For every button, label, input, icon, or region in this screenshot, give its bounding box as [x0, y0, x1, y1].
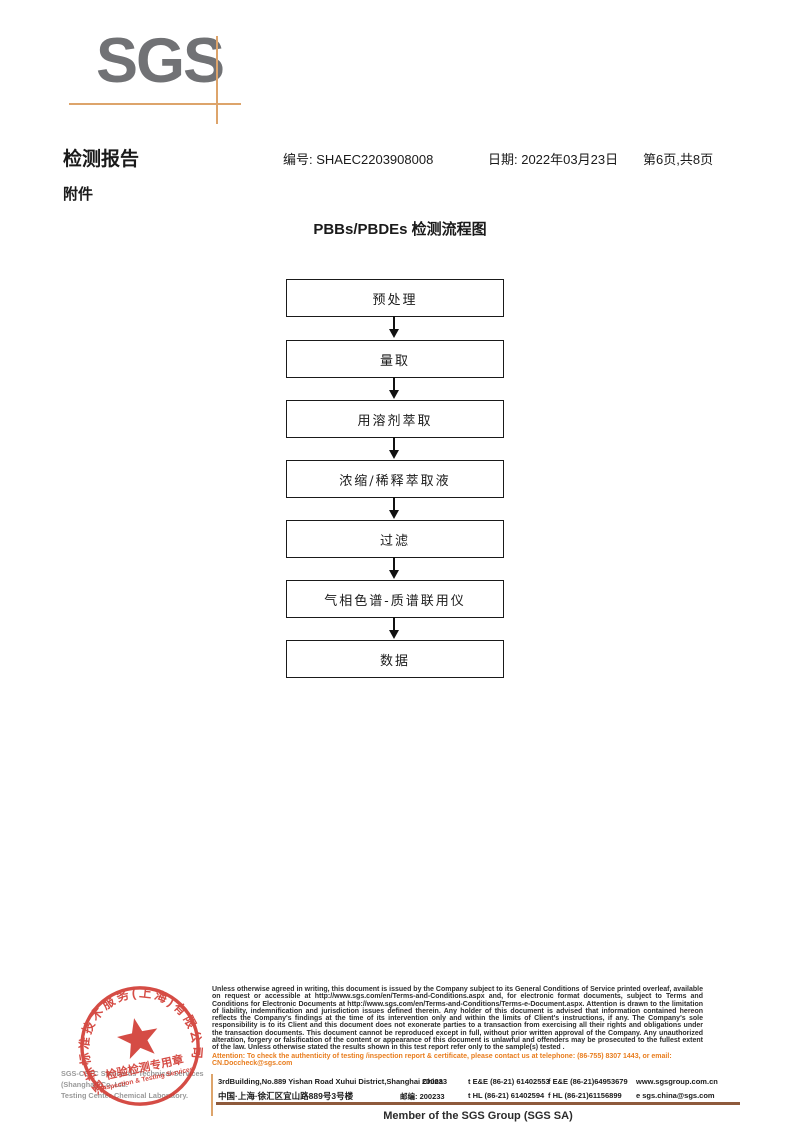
inspection-stamp-icon: 通标标准技术服务(上海)有限公司 检验检测专用章 Inspection & Te…	[64, 973, 211, 1106]
email: e sgs.china@sgs.com	[636, 1091, 715, 1100]
tel-en: t E&E (86-21) 61402553	[468, 1077, 550, 1086]
arrow-down-icon	[389, 316, 399, 338]
legal-paragraph: Unless otherwise agreed in writing, this…	[212, 986, 703, 1052]
tel-cn: t HL (86-21) 61402594	[468, 1091, 545, 1100]
logo-crosshair-horizontal	[69, 103, 241, 105]
address-cn: 中国·上海·徐汇区宜山路889号3号楼	[218, 1091, 354, 1101]
page-title: 检测报告	[63, 149, 140, 170]
fax-cn: f HL (86-21)61156899	[548, 1091, 622, 1100]
logo-crosshair-vertical	[216, 36, 218, 124]
flow-step-solvent-extraction: 用溶剂萃取	[286, 400, 504, 438]
arrow-down-icon	[389, 377, 399, 399]
attachment-label: 附件	[63, 186, 94, 203]
flow-step-measure: 量取	[286, 340, 504, 378]
flow-step-gcms: 气相色谱-质谱联用仪	[286, 580, 504, 618]
arrow-down-icon	[389, 497, 399, 519]
zip-cn: 邮编: 200233	[400, 1092, 445, 1101]
star-icon	[117, 1018, 158, 1060]
sgs-logo: SGS	[96, 26, 225, 96]
fax-en: f E&E (86-21)64953679	[548, 1077, 628, 1086]
sgs-member-line: Member of the SGS Group (SGS SA)	[383, 1110, 573, 1122]
legal-block: Unless otherwise agreed in writing, this…	[212, 986, 703, 1067]
page-indicator: 第6页,共8页	[643, 152, 714, 167]
flowchart-title: PBBs/PBDEs 检测流程图	[313, 221, 487, 238]
footer-divider	[216, 1102, 740, 1105]
footer-crosshair-vertical	[211, 1074, 213, 1116]
arrow-down-icon	[389, 437, 399, 459]
address-en: 3rdBuilding,No.889 Yishan Road Xuhui Dis…	[218, 1077, 444, 1086]
company-name-line2: Testing Center-Chemical Laboratory.	[61, 1091, 189, 1100]
website: www.sgsgroup.com.cn	[636, 1077, 718, 1086]
report-number: 编号: SHAEC2203908008	[283, 152, 434, 167]
flow-step-concentrate-dilute: 浓缩/稀释萃取液	[286, 460, 504, 498]
report-date: 日期: 2022年03月23日	[488, 152, 619, 167]
attention-notice: Attention: To check the authenticity of …	[212, 1052, 672, 1067]
arrow-down-icon	[389, 617, 399, 639]
flow-step-pretreatment: 预处理	[286, 279, 504, 317]
flow-step-filter: 过滤	[286, 520, 504, 558]
arrow-down-icon	[389, 557, 399, 579]
zip-en: 200233	[422, 1077, 448, 1086]
flow-step-data: 数据	[286, 640, 504, 678]
